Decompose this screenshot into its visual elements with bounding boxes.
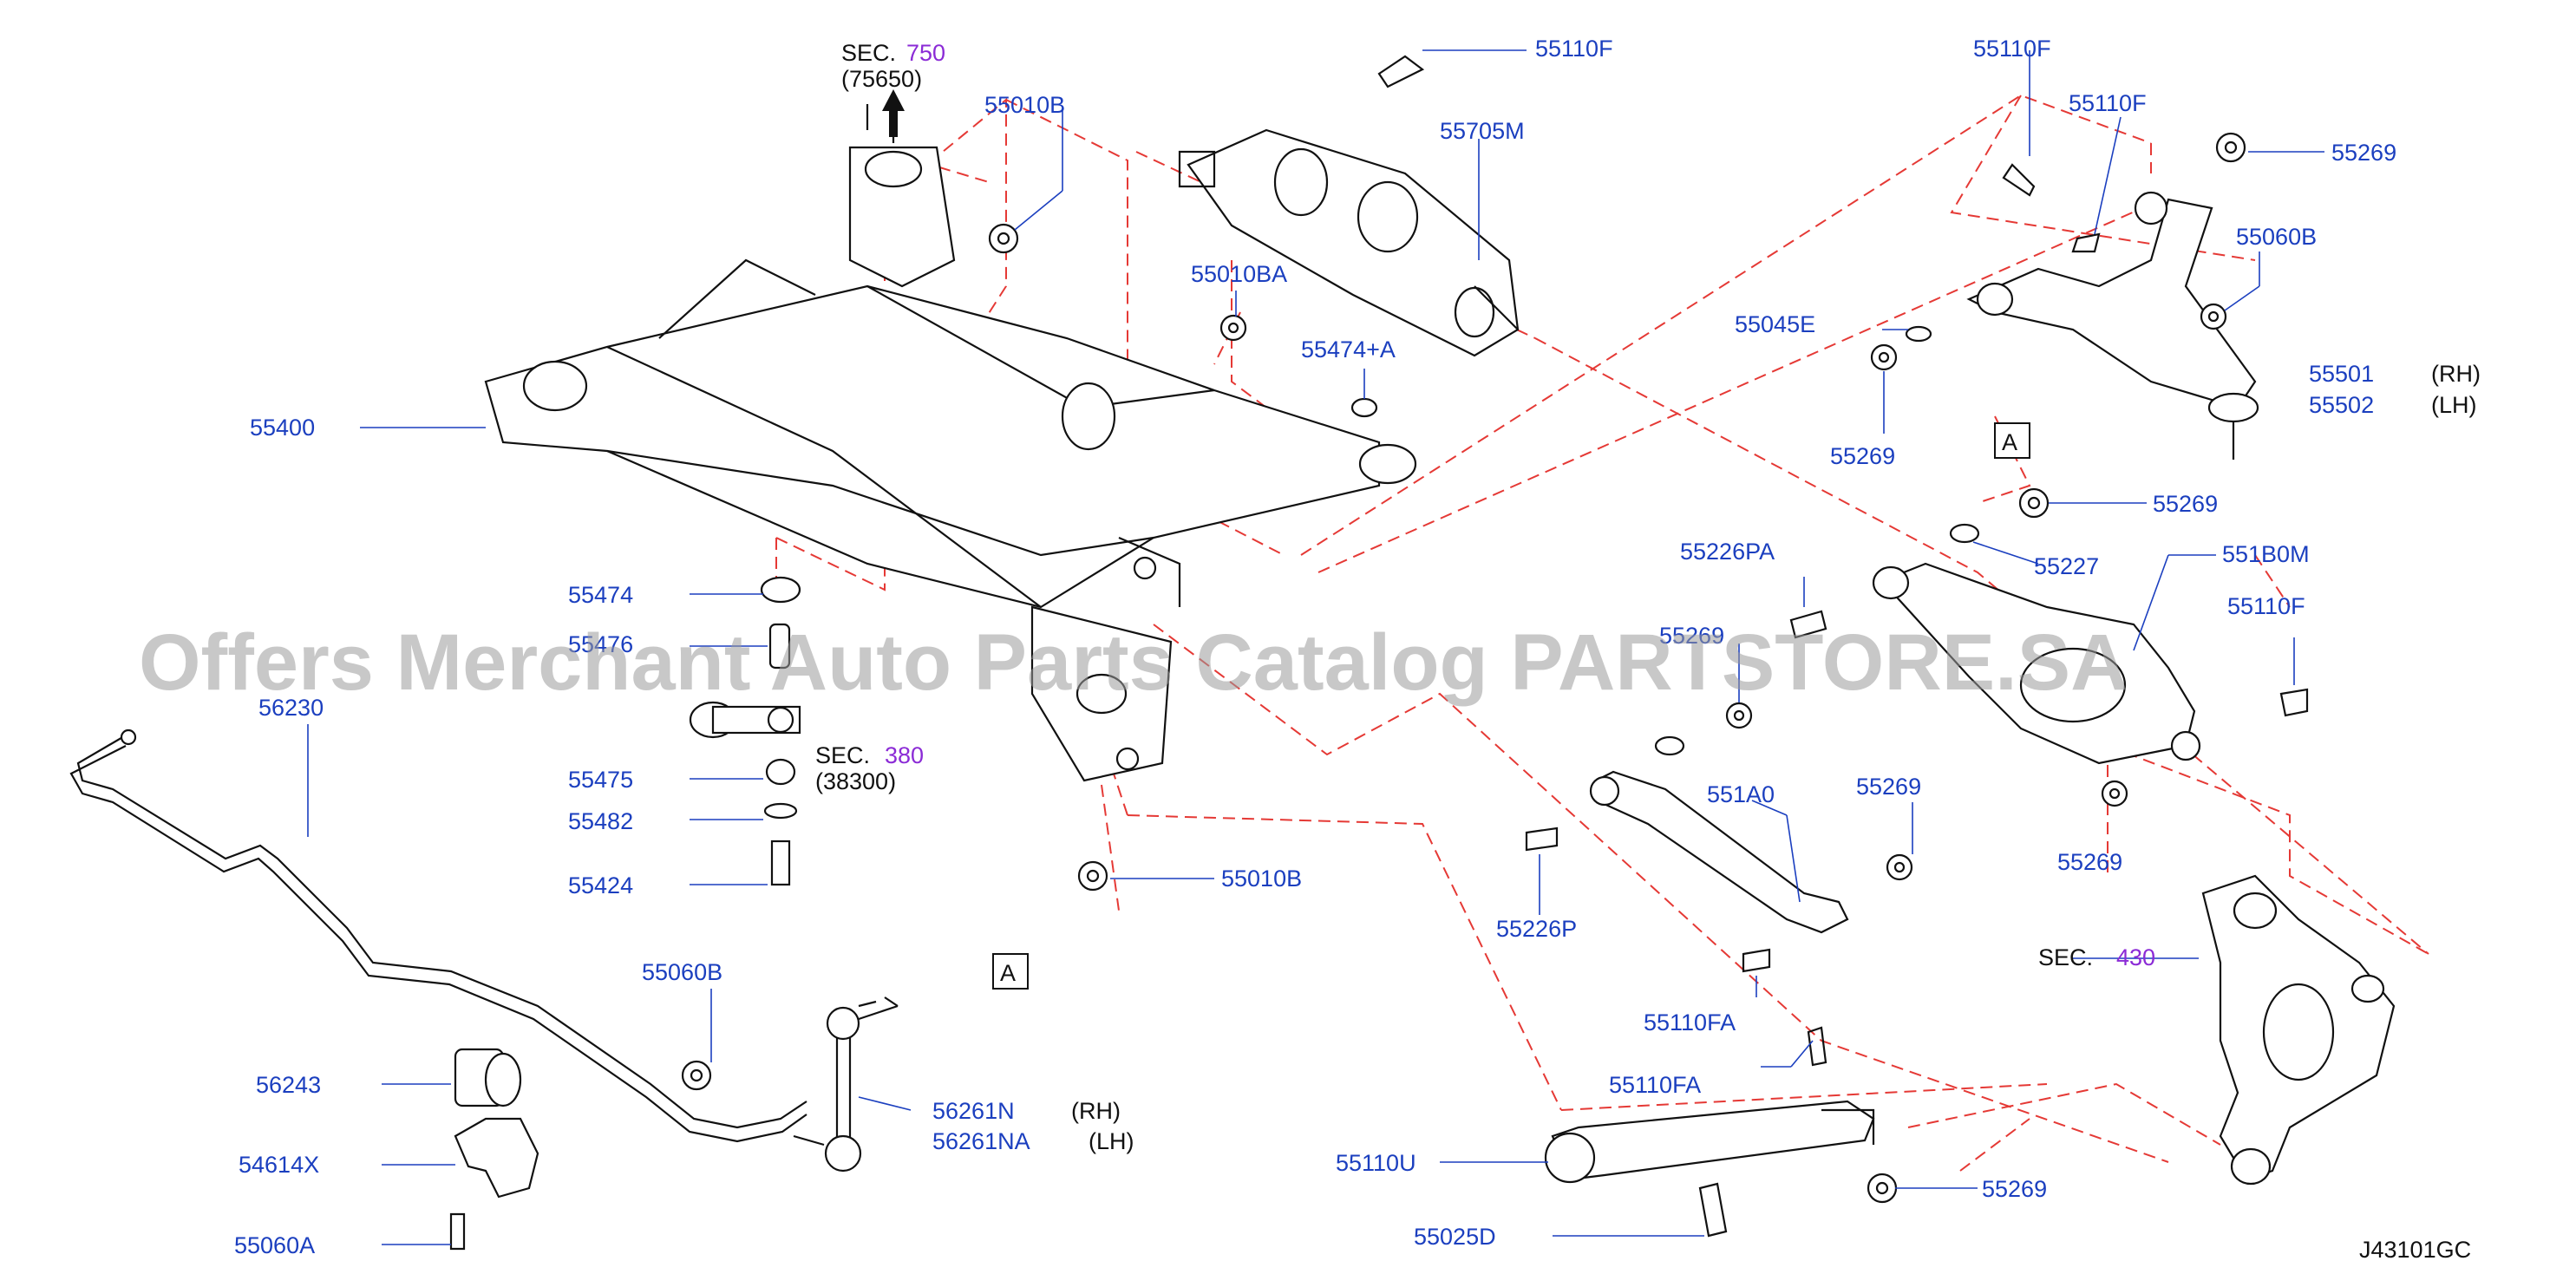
diagram-code: J43101GC [2359,1237,2471,1263]
sec-750-prefix: SEC. [841,40,896,66]
label-55502[interactable]: 55502 [2309,392,2374,418]
label-55501-rh: (RH) [2431,361,2481,387]
leader-lines [307,49,2324,1245]
watermark: Offers Merchant Auto Parts Catalog PARTS… [139,618,2128,707]
label-56261N[interactable]: 56261N [932,1098,1015,1124]
label-55226P[interactable]: 55226P [1496,916,1577,942]
stabilizer-bushing-56243 [454,1048,522,1107]
label-55010B-top[interactable]: 55010B [984,92,1065,118]
label-55226PA[interactable]: 55226PA [1680,539,1775,565]
label-56261NA[interactable]: 56261NA [932,1128,1030,1154]
sec-380-prefix: SEC. [815,742,870,768]
label-551B0M[interactable]: 551B0M [2222,541,2310,567]
label-55269-c[interactable]: 55269 [2153,491,2218,517]
label-55269-g[interactable]: 55269 [1982,1176,2047,1202]
label-55269-e[interactable]: 55269 [1856,774,1921,800]
label-55110F-c[interactable]: 55110F [2069,90,2147,116]
label-55025D[interactable]: 55025D [1414,1224,1496,1250]
label-56243[interactable]: 56243 [256,1072,321,1098]
label-55474A[interactable]: 55474+A [1301,336,1396,363]
label-55501[interactable]: 55501 [2309,361,2374,387]
label-55060A[interactable]: 55060A [234,1232,315,1258]
label-56230[interactable]: 56230 [258,695,324,721]
label-55475[interactable]: 55475 [568,767,633,793]
label-551A0[interactable]: 551A0 [1707,781,1775,807]
subframe-55400 [484,146,1417,782]
sec-750-sub: (75650) [841,66,922,92]
label-56261N-rh: (RH) [1071,1098,1121,1124]
label-55060B-left[interactable]: 55060B [642,959,722,985]
label-55400[interactable]: 55400 [250,415,315,441]
label-56261NA-lh: (LH) [1089,1128,1134,1154]
label-55476[interactable]: 55476 [568,631,633,657]
sec-380-sub: (38300) [815,768,896,794]
mount-stack-55474 [689,576,801,886]
arrow-up-icon [882,89,905,137]
label-55110FA-a[interactable]: 55110FA [1644,1009,1736,1035]
callout-letter-a-right: A [2002,429,2017,455]
label-55110F-a[interactable]: 55110F [1535,36,1613,62]
label-55227[interactable]: 55227 [2034,553,2099,579]
bushing-clamp-54614X [454,1117,539,1199]
label-55060B-right[interactable]: 55060B [2236,224,2317,250]
label-55110F-d[interactable]: 55110F [2227,593,2305,619]
label-54614X[interactable]: 54614X [239,1152,319,1178]
label-55045E[interactable]: 55045E [1735,311,1815,337]
hardware [449,55,2309,1251]
sec-380-number: 380 [885,742,924,768]
actuator-55705M [1178,128,1520,357]
link-55110U [1544,1100,1875,1184]
stabilizer-bar-56230 [69,728,807,1143]
link-551A0 [1589,770,1849,934]
knuckle-sec430 [2201,874,2396,1186]
label-55010BA[interactable]: 55010BA [1191,261,1287,287]
label-55269-b[interactable]: 55269 [1830,443,1895,469]
label-55474[interactable]: 55474 [568,582,633,608]
label-55110FA-b[interactable]: 55110FA [1609,1072,1701,1098]
label-55705M[interactable]: 55705M [1440,118,1525,144]
callout-letter-a: A [1000,960,1016,986]
label-55269-a[interactable]: 55269 [2331,140,2396,166]
label-55269-d[interactable]: 55269 [1659,623,1724,649]
label-55110F-b[interactable]: 55110F [1973,36,2051,62]
label-55010B-bottom[interactable]: 55010B [1221,866,1302,892]
labels: SEC. 750 (75650) 55010B 55110F 55705M 55… [234,36,2481,1263]
sec-430-prefix: SEC. [2038,944,2093,970]
label-55502-lh: (LH) [2431,392,2477,418]
label-55269-f[interactable]: 55269 [2057,849,2122,875]
lower-arm-551B0M [1872,562,2201,765]
label-55482[interactable]: 55482 [568,808,633,834]
label-55424[interactable]: 55424 [568,872,633,898]
callout-box-a [992,953,1029,990]
upper-arm-55501 [1966,191,2259,460]
label-55110U[interactable]: 55110U [1336,1150,1416,1176]
callout-box-a-right [1994,422,2030,459]
sec-750-number: 750 [906,40,945,66]
sec-430-number: 430 [2116,944,2155,970]
stabilizer-link-56261N [793,1004,899,1173]
